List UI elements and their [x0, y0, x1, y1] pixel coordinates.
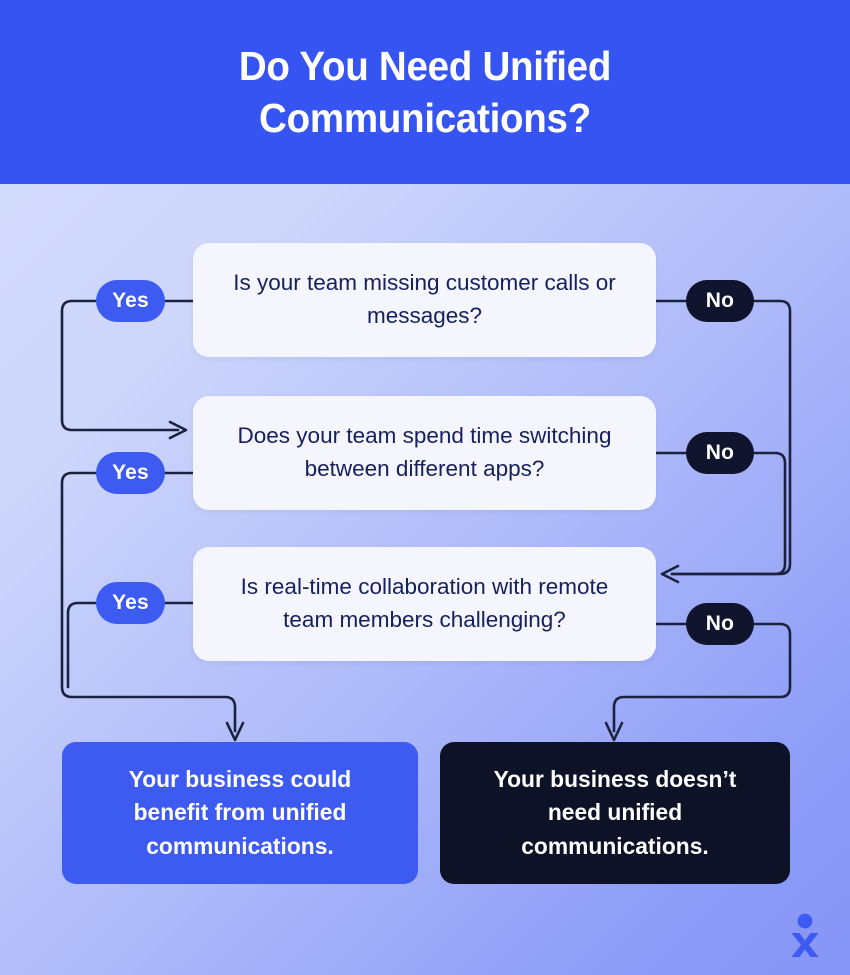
arrowhead-yes-to-result: [225, 721, 245, 742]
q1-yes-pill[interactable]: Yes: [96, 280, 165, 322]
arrowhead-no-to-result: [604, 721, 624, 742]
connector-q3-yes: [66, 601, 98, 689]
q3-yes-label: Yes: [112, 591, 149, 614]
q1-no-pill[interactable]: No: [686, 280, 754, 322]
q2-no-label: No: [705, 441, 735, 464]
logo-head-dot: [797, 913, 813, 929]
result-box-positive[interactable]: Your business could benefit from unified…: [62, 742, 418, 884]
arrowhead-q1-yes-to-q2: [168, 420, 188, 440]
question-card-1[interactable]: Is your team missing customer calls or m…: [193, 243, 656, 357]
q1-no-label: No: [705, 289, 735, 312]
q2-yes-label: Yes: [112, 461, 149, 484]
question-1-text: Is your team missing customer calls or m…: [233, 270, 616, 328]
result-box-negative[interactable]: Your business doesn’t need unified commu…: [440, 742, 790, 884]
q2-yes-pill[interactable]: Yes: [96, 452, 165, 494]
arrowhead-no-to-q3: [660, 564, 680, 584]
logo-x-mark: [791, 933, 819, 957]
q1-yes-label: Yes: [112, 289, 149, 312]
result-positive-text: Your business could benefit from unified…: [128, 765, 352, 859]
question-3-text: Is real-time collaboration with remote t…: [240, 574, 609, 632]
q3-no-pill[interactable]: No: [686, 603, 754, 645]
q2-no-pill[interactable]: No: [686, 432, 754, 474]
question-2-text: Does your team spend time switching betw…: [237, 423, 612, 481]
nextiva-person-logo: [791, 913, 819, 957]
q3-no-label: No: [705, 612, 735, 635]
result-negative-text: Your business doesn’t need unified commu…: [493, 765, 737, 859]
q3-yes-pill[interactable]: Yes: [96, 582, 165, 624]
question-card-2[interactable]: Does your team spend time switching betw…: [193, 396, 656, 510]
page-title: Do You Need Unified Communications?: [238, 42, 612, 141]
question-card-3[interactable]: Is real-time collaboration with remote t…: [193, 547, 656, 661]
header-band: Do You Need Unified Communications?: [0, 0, 850, 184]
